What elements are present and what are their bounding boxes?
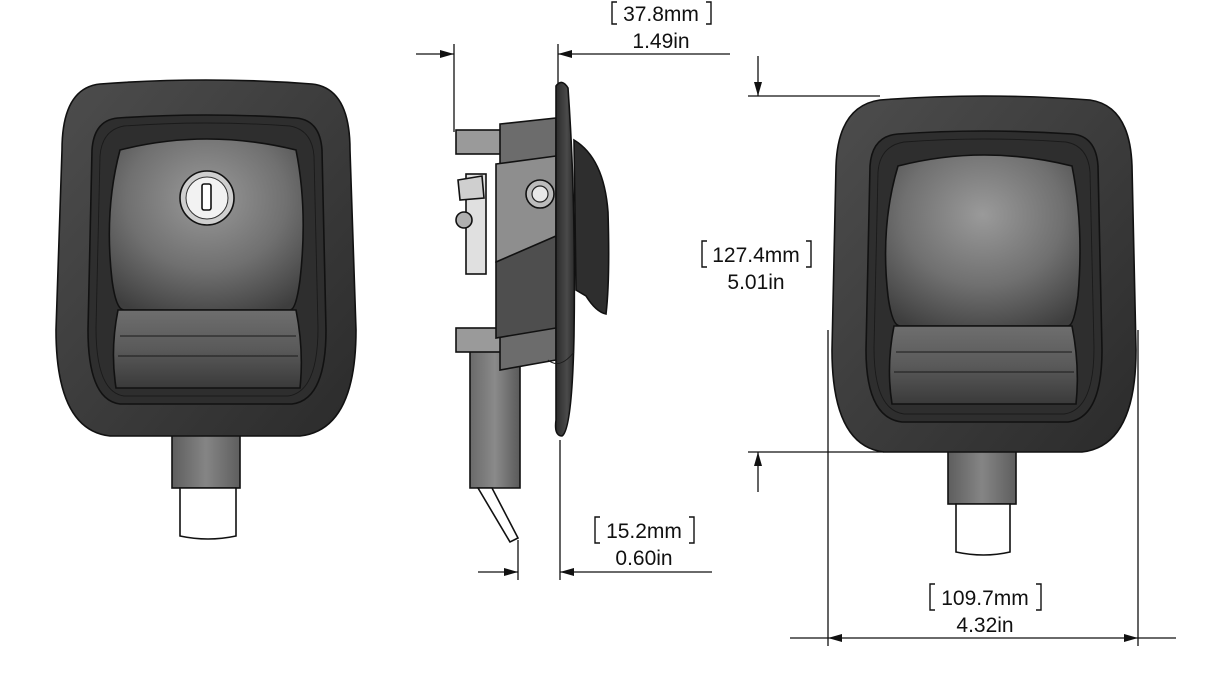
depth-metric-label: 37.8mm (623, 3, 699, 26)
side-view (455, 81, 610, 544)
dimension-width: 109.7mm 4.32in (790, 330, 1176, 646)
lock-cylinder-icon (179, 170, 235, 226)
front-lower-lip (112, 309, 303, 389)
width-metric-label: 109.7mm (941, 587, 1029, 610)
side-paddle-edge (573, 138, 610, 315)
front-stem-shaft (179, 487, 237, 540)
depth-imperial-label: 1.49in (632, 30, 689, 53)
width-imperial-label: 4.32in (956, 614, 1013, 637)
side-plunger-tip (476, 487, 520, 544)
flange-metric-label: 15.2mm (606, 520, 682, 543)
right-paddle (884, 154, 1081, 327)
dimension-depth: 37.8mm 1.49in (416, 1, 730, 132)
right-lower-lip (888, 325, 1079, 405)
right-stem-shaft (955, 503, 1011, 556)
flange-imperial-label: 0.60in (615, 547, 672, 570)
height-metric-label: 127.4mm (712, 244, 800, 267)
front-view-plain (831, 95, 1137, 556)
dimension-height: 127.4mm 5.01in (701, 56, 884, 492)
right-stem-block (947, 447, 1017, 505)
front-view-with-lock (55, 79, 357, 540)
height-imperial-label: 5.01in (727, 271, 784, 294)
dimension-flange: 15.2mm 0.60in (478, 440, 712, 580)
side-flange (554, 81, 576, 437)
side-screw-icon (455, 211, 473, 229)
